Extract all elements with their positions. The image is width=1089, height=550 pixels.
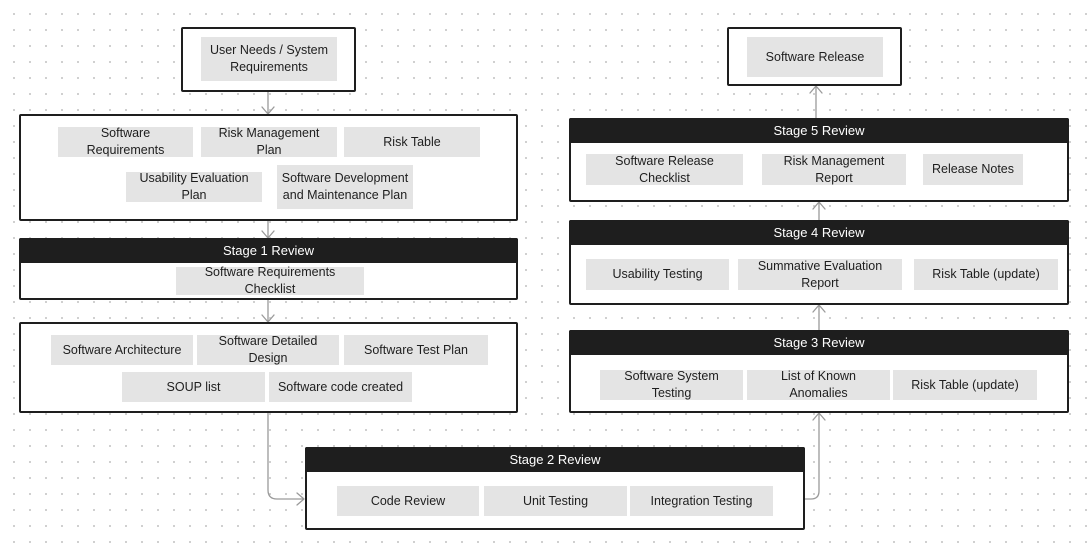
soup-list-chip: SOUP list: [122, 372, 265, 402]
software-development-plan-chip: Software Development and Maintenance Pla…: [277, 165, 413, 209]
software-architecture-chip: Software Architecture: [51, 335, 193, 365]
connector-planning-to-stage1: [261, 220, 275, 239]
release-notes-chip: Release Notes: [923, 154, 1023, 185]
software-release-chip: Software Release: [747, 37, 883, 77]
software-system-testing-chip: Software System Testing: [600, 369, 743, 400]
software-requirements-chip: Software Requirements: [58, 126, 193, 157]
list-of-known-anomalies-chip: List of Known Anomalies: [747, 369, 890, 400]
stage4-review-title: Stage 4 Review: [569, 220, 1069, 245]
stage4-review-group: Stage 4 Review Usability Testing Summati…: [569, 220, 1069, 305]
usability-evaluation-plan-chip: Usability Evaluation Plan: [126, 171, 262, 202]
software-release-checklist-chip: Software Release Checklist: [586, 154, 743, 185]
connector-stage1-to-design: [261, 299, 275, 323]
connector-stage5-to-release: [809, 85, 823, 119]
stage2-review-group: Stage 2 Review Code Review Unit Testing …: [305, 447, 805, 530]
unit-testing-chip: Unit Testing: [484, 486, 627, 516]
connector-stage2-to-stage3: [804, 412, 826, 500]
software-requirements-checklist-chip: Software Requirements Checklist: [176, 265, 364, 296]
usability-testing-chip: Usability Testing: [586, 259, 729, 290]
integration-testing-chip: Integration Testing: [630, 486, 773, 516]
connector-stage3-to-stage4: [812, 304, 826, 331]
stage5-review-title: Stage 5 Review: [569, 118, 1069, 143]
risk-table-chip: Risk Table: [344, 127, 480, 157]
software-test-plan-chip: Software Test Plan: [344, 335, 488, 365]
risk-table-update-chip-stage4: Risk Table (update): [914, 259, 1058, 290]
stage2-review-title: Stage 2 Review: [305, 447, 805, 472]
design-group: Software Architecture Software Detailed …: [19, 322, 518, 413]
connector-design-to-stage2: [267, 412, 305, 506]
risk-management-report-chip: Risk Management Report: [762, 154, 906, 185]
software-code-created-chip: Software code created: [269, 372, 412, 402]
connector-needs-to-planning: [261, 91, 275, 115]
risk-management-plan-chip: Risk Management Plan: [201, 126, 337, 157]
risk-table-update-chip-stage3: Risk Table (update): [893, 370, 1037, 400]
code-review-chip: Code Review: [337, 486, 479, 516]
stage1-review-group: Stage 1 Review Software Requirements Che…: [19, 238, 518, 300]
stage5-review-group: Stage 5 Review Software Release Checklis…: [569, 118, 1069, 202]
summative-evaluation-report-chip: Summative Evaluation Report: [738, 259, 902, 290]
planning-group: Software Requirements Risk Management Pl…: [19, 114, 518, 221]
software-release-node: Software Release: [727, 27, 902, 86]
user-needs-node: User Needs / System Requirements: [181, 27, 356, 92]
stage3-review-group: Stage 3 Review Software System Testing L…: [569, 330, 1069, 413]
connector-stage4-to-stage5: [812, 201, 826, 221]
stage3-review-title: Stage 3 Review: [569, 330, 1069, 355]
user-needs-chip: User Needs / System Requirements: [201, 37, 337, 81]
software-detailed-design-chip: Software Detailed Design: [197, 334, 339, 365]
stage1-review-title: Stage 1 Review: [19, 238, 518, 263]
